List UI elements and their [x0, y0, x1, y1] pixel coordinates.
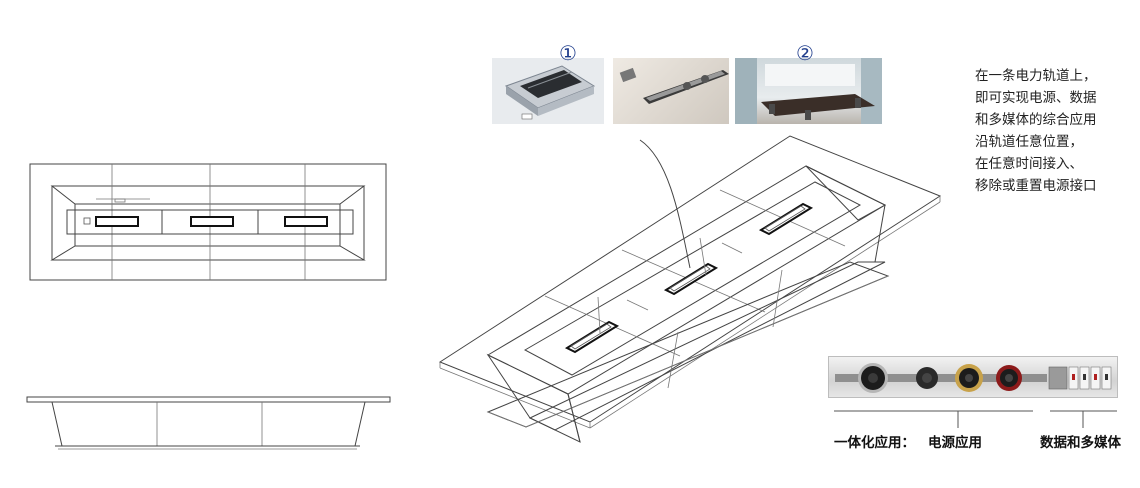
label-integrated-application: 一体化应用：: [834, 435, 915, 451]
description-line: 在任意时间接入、: [975, 156, 1083, 172]
feature-description: 在一条电力轨道上， 即可实现电源、数据 和多媒体的综合应用 沿轨道任意位置， 在…: [975, 65, 1097, 197]
data-port-icons: [1048, 366, 1112, 390]
description-line: 在一条电力轨道上，: [975, 68, 1097, 84]
power-socket-icon: [916, 367, 938, 389]
description-line: 即可实现电源、数据: [975, 90, 1097, 106]
product-photo-socket-box: [492, 58, 604, 124]
product-photo-table-track: [613, 58, 729, 124]
marker-2: ②: [796, 41, 814, 65]
photo-conference-room: [735, 58, 882, 124]
socket-rail-panel: [828, 356, 1118, 398]
power-socket-icon: [955, 364, 983, 392]
marker-1: ①: [559, 41, 577, 65]
label-power-application: 电源应用: [928, 435, 982, 451]
description-line: 移除或重置电源接口: [975, 178, 1097, 194]
description-line: 和多媒体的综合应用: [975, 112, 1097, 128]
label-data-multimedia: 数据和多媒体: [1040, 435, 1121, 451]
description-line: 沿轨道任意位置，: [975, 134, 1083, 150]
power-socket-icon: [858, 363, 888, 393]
power-socket-icon: [996, 365, 1022, 391]
